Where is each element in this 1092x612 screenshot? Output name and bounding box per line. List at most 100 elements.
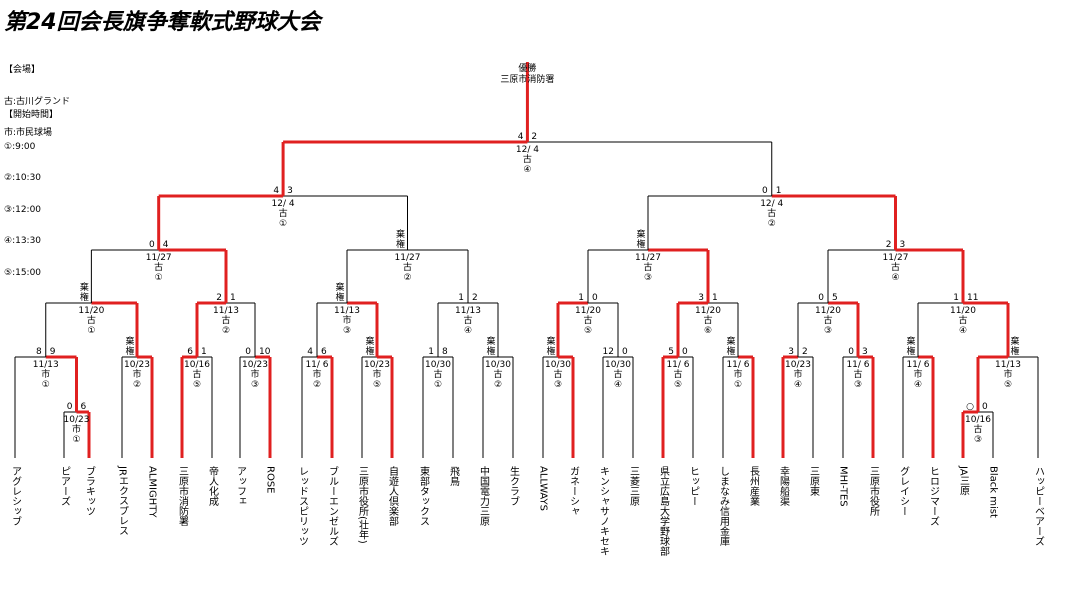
match-slot: ⑤ <box>674 380 682 390</box>
score-label: 11 <box>967 293 978 303</box>
score-label: 3 <box>862 347 868 357</box>
score-label: 3 <box>900 240 906 250</box>
match-venue: 古 <box>523 153 532 165</box>
match-venue: 古 <box>853 368 862 380</box>
match-slot: ④ <box>959 326 967 336</box>
score-label: 5 <box>668 347 674 357</box>
match-venue: 市 <box>342 314 351 326</box>
match-date: 12/ 4 <box>516 145 539 155</box>
score-label: 権 <box>125 345 134 357</box>
champion-team: 三原市消防署 <box>500 73 554 85</box>
match-date: 11/ 6 <box>726 360 749 370</box>
team-name: 三原市消防署 <box>177 466 189 526</box>
team-name: MHI-TES <box>838 466 849 507</box>
score-label: 0 <box>762 186 768 196</box>
match-date: 11/20 <box>695 306 721 316</box>
team-name: Black mist <box>988 466 999 518</box>
match-date: 11/13 <box>334 306 360 316</box>
team-name: JRエクスプレス <box>117 465 129 536</box>
match-venue: 古 <box>703 314 712 326</box>
match-venue: 古 <box>433 368 442 380</box>
team-name: 幸陽船渠 <box>778 466 790 507</box>
score-label: 6 <box>321 347 327 357</box>
score-label: 10 <box>259 347 271 357</box>
start-time-header: 【開始時間】 <box>4 110 59 120</box>
score-label: 1 <box>201 347 207 357</box>
team-name: アッフェ <box>235 466 246 506</box>
score-label: 棄 <box>726 335 735 347</box>
start-time-legend: 【開始時間】 ①:9:00 ②:10:30 ③:12:00 ④:13:30 ⑤:… <box>4 89 58 289</box>
score-label: 6 <box>187 347 193 357</box>
match-date: 11/20 <box>575 306 601 316</box>
match-date: 11/20 <box>78 306 104 316</box>
match-date: 10/30 <box>485 360 511 370</box>
score-label: 2 <box>216 293 222 303</box>
score-label: 1 <box>458 293 464 303</box>
match-date: 10/23 <box>64 415 90 425</box>
team-name: ハッピーベアーズ <box>1033 466 1045 546</box>
team-name: 県立広島大学野球部 <box>658 466 670 557</box>
match-venue: 古 <box>403 261 412 273</box>
match-date: 12/ 4 <box>760 199 783 209</box>
team-name: 東部タックス <box>418 465 430 526</box>
score-label: 0 <box>149 240 155 250</box>
score-label: ○ <box>966 402 974 412</box>
score-label: 2 <box>886 240 892 250</box>
team-name: ROSE <box>265 466 276 494</box>
score-label: 6 <box>81 402 87 412</box>
match-venue: 古 <box>973 423 982 435</box>
match-venue: 古 <box>87 314 96 326</box>
match-slot: ③ <box>644 273 652 283</box>
match-slot: ④ <box>914 380 922 390</box>
score-label: 0 <box>682 347 688 357</box>
match-venue: 古 <box>958 314 967 326</box>
match-date: 10/16 <box>965 415 991 425</box>
team-name: アグレシッブ <box>10 466 22 526</box>
score-label: 12 <box>603 347 614 357</box>
match-slot: ① <box>42 380 50 390</box>
match-slot: ③ <box>251 380 259 390</box>
score-label: 棄 <box>906 335 915 347</box>
match-slot: ④ <box>614 380 622 390</box>
team-name: 三原市役所(壮年) <box>357 466 369 544</box>
venue-legend-line: 市:市民球場 <box>4 128 53 138</box>
champion-label: 優勝 <box>518 62 536 74</box>
match-slot: ⑤ <box>584 326 592 336</box>
match-slot: ① <box>434 380 442 390</box>
match-date: 11/27 <box>146 253 172 263</box>
match-slot: ⑥ <box>704 326 712 336</box>
match-slot: ④ <box>464 326 472 336</box>
match-date: 11/13 <box>455 306 481 316</box>
match-slot: ⑤ <box>1004 380 1012 390</box>
match-slot: ③ <box>854 380 862 390</box>
start-time-line: ③:12:00 <box>4 204 42 215</box>
venue-legend-header: 【会場】 <box>4 65 41 75</box>
match-slot: ① <box>87 326 95 336</box>
match-venue: 市 <box>793 368 802 380</box>
score-label: 1 <box>712 293 718 303</box>
match-slot: ① <box>155 273 163 283</box>
team-name: 三菱三原 <box>628 466 640 506</box>
match-date: 10/30 <box>605 360 631 370</box>
match-slot: ③ <box>824 326 832 336</box>
team-name: ピアーズ <box>59 466 71 506</box>
match-date: 11/ 6 <box>666 360 689 370</box>
score-label: 権 <box>906 345 915 357</box>
match-venue: 古 <box>221 314 230 326</box>
match-date: 11/20 <box>950 306 976 316</box>
team-name: レッドスピリッツ <box>297 466 308 546</box>
team-name: ブラキッツ <box>84 465 95 516</box>
score-label: 棄 <box>80 281 89 293</box>
score-label: 2 <box>802 347 808 357</box>
match-date: 11/ 6 <box>305 360 328 370</box>
score-label: 1 <box>428 347 434 357</box>
match-date: 11/27 <box>395 253 421 263</box>
match-date: 11/13 <box>995 360 1021 370</box>
match-slot: ② <box>313 380 321 390</box>
score-label: 3 <box>698 293 704 303</box>
team-name: ヒッピー <box>688 466 699 506</box>
start-time-line: ④:13:30 <box>4 236 42 246</box>
match-venue: 古 <box>493 368 502 380</box>
score-label: 権 <box>396 238 405 250</box>
score-label: 8 <box>442 347 448 357</box>
